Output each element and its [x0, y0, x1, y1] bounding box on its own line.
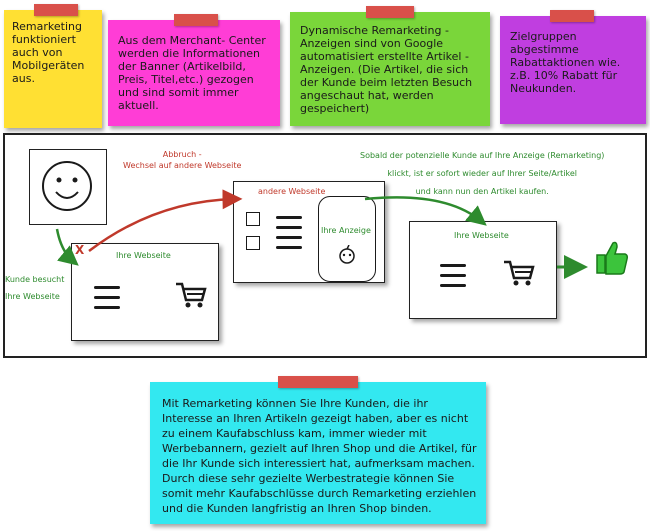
ihre-anzeige-label: Ihre Anzeige — [321, 226, 371, 235]
text-line — [276, 246, 302, 249]
flow-diagram: Abbruch - Wechsel auf andere Webseite Ku… — [3, 133, 647, 358]
text-line — [440, 274, 466, 277]
shopping-cart-icon — [504, 260, 535, 286]
tape — [174, 14, 218, 26]
image-placeholder — [246, 212, 260, 226]
note-dynamic-remarketing-text: Dynamische Remarketing - Anzeigen sind v… — [300, 24, 473, 115]
andere-webseite-box: andere Webseite Ihre Anzeige — [233, 181, 385, 283]
sobald-label: Sobald der potenzielle Kunde auf Ihre An… — [360, 151, 605, 196]
tape — [278, 376, 358, 388]
tape — [550, 10, 594, 22]
note-zielgruppen: Zielgruppen abgestimme Rabattaktionen wi… — [500, 10, 646, 124]
summary-note: Mit Remarketing können Sie Ihre Kunden, … — [150, 376, 486, 524]
note-zielgruppen-text: Zielgruppen abgestimme Rabattaktionen wi… — [510, 30, 621, 95]
flow-arrows — [55, 189, 588, 279]
andere-webseite-title: andere Webseite — [258, 187, 326, 196]
note-merchant-center-text: Aus dem Merchant- Center werden die Info… — [118, 34, 266, 112]
ihre-webseite-title-2: Ihre Webseite — [454, 231, 509, 240]
product-icon — [339, 245, 355, 264]
kunde-besucht-label: Kunde besucht Ihre Webseite — [5, 275, 65, 301]
arrow-abbruch — [88, 189, 243, 252]
ihre-webseite-box-2: Ihre Webseite — [409, 221, 557, 319]
smiley-face-icon — [42, 161, 92, 211]
text-line — [440, 284, 466, 287]
summary-text: Mit Remarketing können Sie Ihre Kunden, … — [162, 397, 477, 515]
text-line — [276, 216, 302, 219]
note-mobile: Remarketing funktioniert auch von Mobilg… — [4, 4, 102, 128]
tape — [34, 4, 78, 16]
tape — [366, 6, 414, 18]
thumbs-up-icon — [596, 241, 628, 275]
abbruch-label: Abbruch - Wechsel auf andere Webseite — [123, 150, 242, 170]
text-line — [94, 306, 120, 309]
ihre-webseite-title-1: Ihre Webseite — [116, 251, 171, 260]
text-line — [94, 296, 120, 299]
image-placeholder — [246, 236, 260, 250]
arrow-kunde-to-webseite — [55, 228, 79, 266]
customer-avatar — [29, 149, 107, 225]
note-dynamic-remarketing: Dynamische Remarketing - Anzeigen sind v… — [290, 6, 490, 126]
ihre-anzeige-banner[interactable]: Ihre Anzeige — [318, 196, 376, 282]
note-mobile-text: Remarketing funktioniert auch von Mobilg… — [12, 20, 85, 85]
text-line — [276, 226, 302, 229]
arrow-anzeige-to-webseite — [364, 196, 487, 226]
note-merchant-center: Aus dem Merchant- Center werden die Info… — [108, 14, 280, 126]
shopping-cart-icon — [176, 282, 207, 308]
text-line — [94, 286, 120, 289]
text-line — [276, 236, 302, 239]
text-line — [440, 264, 466, 267]
ihre-webseite-box-1: Ihre Webseite — [71, 243, 219, 341]
cross-mark: X — [75, 243, 85, 257]
